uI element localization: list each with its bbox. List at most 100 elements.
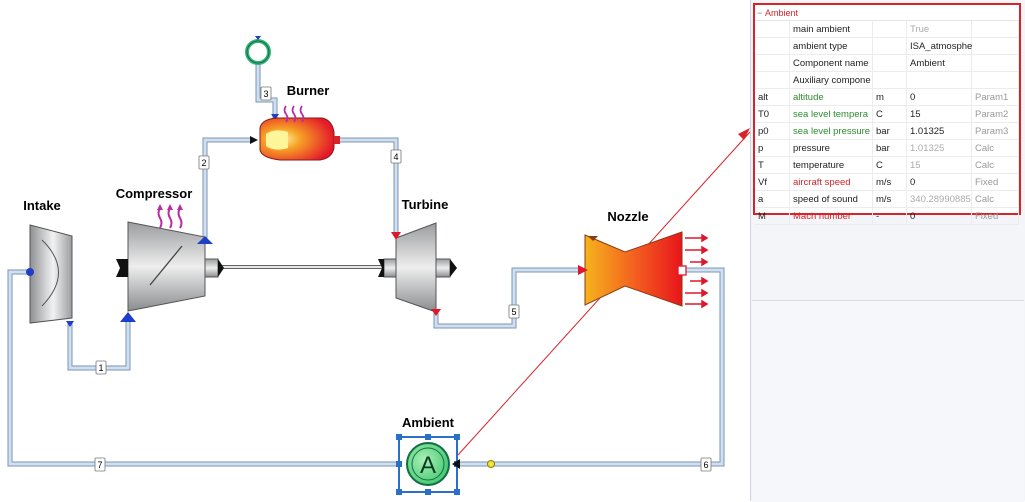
property-unit: m [872,88,907,106]
property-symbol: a [755,190,790,208]
property-source [971,71,1019,89]
property-value[interactable]: Ambient [906,54,972,72]
property-unit: m/s [872,173,907,191]
compressor-outlet-port[interactable] [197,236,213,244]
property-unit: m/s [872,190,907,208]
property-symbol: alt [755,88,790,106]
property-source: Fixed [971,173,1019,191]
turbine-label: Turbine [402,197,449,212]
ambient-label: Ambient [402,415,455,430]
ambient-inlet-port[interactable] [452,459,460,469]
connection-label-7: 7 [97,460,102,470]
property-row[interactable]: Component name Ambient [755,54,1019,72]
property-source [971,37,1019,55]
property-source: Param1 [971,88,1019,106]
property-source: Calc [971,156,1019,174]
property-unit: C [872,105,907,123]
nozzle-label: Nozzle [607,209,648,224]
property-value[interactable]: 15 [906,105,972,123]
property-value[interactable]: 1.01325 [906,139,972,157]
nozzle-outlet-port[interactable] [677,265,687,276]
property-unit: bar [872,122,907,140]
property-name: pressure [789,139,873,157]
property-name: speed of sound [789,190,873,208]
burner-label: Burner [287,83,330,98]
property-source: Param2 [971,105,1019,123]
property-name: Mach number [789,207,873,225]
property-source [971,54,1019,72]
property-value[interactable]: ISA_atmosphe [906,37,972,55]
compressor-label: Compressor [116,186,193,201]
connection-labels: 1 2 3 4 5 6 7 [94,86,712,472]
property-symbol: T [755,156,790,174]
property-value[interactable]: 0 [906,207,972,225]
property-unit [872,71,907,89]
property-value[interactable]: 15 [906,156,972,174]
ambient-component[interactable]: A [396,434,460,495]
burner-component[interactable] [250,105,340,161]
compressor-inlet-port[interactable] [120,312,136,322]
property-unit [872,21,907,38]
property-row[interactable]: main ambient True [755,21,1019,38]
property-unit: C [872,156,907,174]
property-value[interactable] [906,71,972,89]
intake-component[interactable] [26,224,74,327]
property-name: sea level tempera [789,105,873,123]
property-value[interactable]: 340.28990885 [906,190,972,208]
property-name: main ambient [789,21,873,38]
connection-label-1: 1 [98,363,103,373]
property-name: Component name [789,54,873,72]
property-source: Calc [971,139,1019,157]
property-symbol: Vf [755,173,790,191]
property-symbol [755,37,790,55]
property-group-title: Ambient [765,7,799,18]
property-name: aircraft speed [789,173,873,191]
collapse-icon[interactable]: − [757,7,763,18]
property-unit: bar [872,139,907,157]
junction-node[interactable] [487,460,495,468]
connection-label-4: 4 [393,152,398,162]
burner-outlet-port[interactable] [334,136,340,144]
burner-inlet-port[interactable] [250,136,258,144]
property-value[interactable]: 0 [906,88,972,106]
property-value[interactable]: 1.01325 [906,122,972,140]
property-symbol [755,21,790,38]
property-source: Fixed [971,207,1019,225]
compressor-component[interactable] [116,204,224,322]
property-symbol [755,54,790,72]
secondary-panel [752,300,1024,502]
nozzle-inlet-port[interactable] [578,265,588,275]
property-value[interactable]: 0 [906,173,972,191]
property-source: Param3 [971,122,1019,140]
nozzle-component[interactable] [578,231,709,309]
connection-label-3: 3 [263,89,268,99]
property-symbol: T0 [755,105,790,123]
fuel-source-component[interactable] [245,36,279,120]
property-symbol: p [755,139,790,157]
turbine-inlet-port[interactable] [391,232,401,240]
turbine-outlet-port[interactable] [431,309,441,316]
burner-fuel-port[interactable] [271,114,279,120]
property-row[interactable]: Auxiliary compone [755,71,1019,89]
property-value[interactable]: True [906,21,972,38]
turbine-component[interactable] [378,222,457,316]
model-canvas[interactable]: 1 2 3 4 5 6 7 Intake [0,0,751,501]
property-unit: - [872,207,907,225]
intake-inlet-port[interactable] [26,268,34,276]
property-name: altitude [789,88,873,106]
property-source [971,21,1019,38]
connection-label-5: 5 [511,307,516,317]
property-name: sea level pressure [789,122,873,140]
property-group-header[interactable]: − Ambient [755,5,1019,21]
